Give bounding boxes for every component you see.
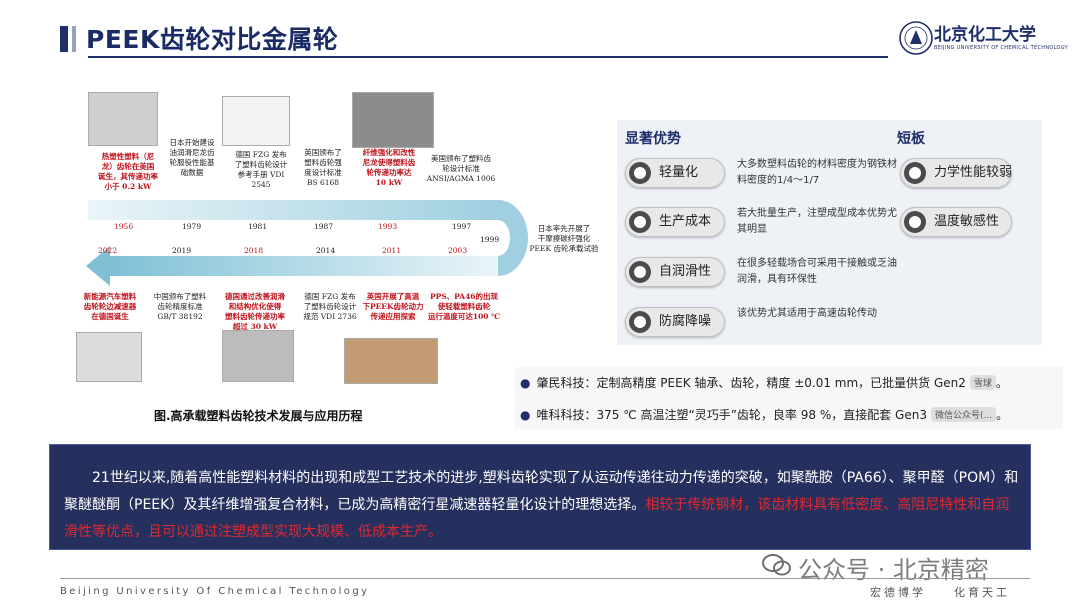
advantage-self-lubrication: 自润滑性 bbox=[625, 257, 725, 287]
university-logo-text: 北京化工大学 bbox=[934, 25, 1036, 45]
timeline-figure: 热塑性塑料（尼 龙）齿轮在美国 诞生，其传递功率 小于 0.2 kW 1956 … bbox=[76, 86, 616, 386]
footer-motto: 宏德博学 化育天工 bbox=[870, 586, 1010, 599]
timeline-event-1997: 美国颁布了塑料齿 轮设计标准 ANSI/AGMA 1006 bbox=[426, 154, 496, 183]
timeline-event-1999: 日本率先开展了 干摩擦碳纤强化 PEEK 齿轮承载试验 bbox=[529, 224, 599, 253]
timeline-year-1979: 1979 bbox=[182, 222, 202, 231]
toggle-knob-icon bbox=[629, 211, 651, 233]
figure-caption: 图.高承载塑料齿轮技术发展与应用历程 bbox=[154, 409, 363, 423]
gear-pair-photo bbox=[352, 92, 434, 148]
advantage-lightweight: 轻量化 bbox=[625, 158, 725, 188]
advantage-anticorrosion-desc: 该优势尤其适用于高速齿轮传动 bbox=[737, 308, 877, 319]
timeline-event-2003: PPS、PA46的出现 使轻载塑料齿轮 运行温度可达100 ℃ bbox=[427, 292, 501, 321]
timeline-year-1997: 1997 bbox=[452, 222, 472, 231]
advantage-cost: 生产成本 bbox=[625, 207, 725, 237]
page-title: PEEK齿轮对比金属轮 bbox=[86, 25, 339, 54]
company-item-weike: ●唯科科技：375 ℃ 高温注塑“灵巧手”齿轮，良率 98 %，直接配套 Gen… bbox=[520, 407, 1009, 422]
wechat-icon bbox=[762, 554, 791, 576]
source-tag[interactable]: 微信公众号(... bbox=[930, 407, 997, 422]
timeline-year-1999: 1999 bbox=[480, 235, 500, 244]
timeline-year-2014: 2014 bbox=[316, 246, 336, 255]
timeline-event-1956: 热塑性塑料（尼 龙）齿轮在美国 诞生，其传递功率 小于 0.2 kW bbox=[98, 152, 158, 191]
title-underline bbox=[88, 56, 888, 58]
timeline-event-2011: 英国开展了高温 下PEEK齿轮动力 传递应用探索 bbox=[362, 292, 424, 321]
advantages-heading: 显著优势 bbox=[625, 131, 681, 147]
timeline-arrow bbox=[86, 200, 528, 286]
peek-gears-photo bbox=[344, 338, 438, 384]
timeline-event-1993: 纤维强化和改性 尼龙使得塑料齿 轮传递功率达 10 kW bbox=[362, 148, 416, 187]
summary-highlight: 相较于传统钢材，该齿材料具有低密度、高阻尼特性和自润滑性等优点，且可以通过注塑成… bbox=[64, 497, 1010, 540]
bullet-icon: ● bbox=[520, 376, 531, 390]
disadvantage-mechanical: 力学性能较弱 bbox=[900, 158, 1012, 188]
timeline-year-1993: 1993 bbox=[378, 222, 398, 231]
bullet-icon: ● bbox=[520, 408, 531, 422]
toggle-knob-icon bbox=[904, 162, 926, 184]
timeline-year-2003: 2003 bbox=[448, 246, 468, 255]
university-logo-subtitle: BEIJING UNIVERSITY OF CHEMICAL TECHNOLOG… bbox=[934, 45, 1069, 51]
title-accent-bar bbox=[60, 26, 68, 52]
university-seal-icon bbox=[899, 21, 933, 55]
disadvantage-temperature: 温度敏感性 bbox=[900, 207, 1012, 237]
standard-document-photo bbox=[222, 96, 290, 146]
footer-university-name: Beijing University Of Chemical Technolog… bbox=[60, 586, 370, 597]
timeline-event-1987: 英国颁布了 塑料齿轮强 度设计标准 BS 6168 bbox=[304, 148, 342, 187]
timeline-year-2022: 2022 bbox=[98, 246, 118, 255]
disadvantages-heading: 短板 bbox=[897, 131, 925, 147]
timeline-year-1956: 1956 bbox=[114, 222, 134, 231]
timeline-event-2014: 德国 FZG 发布 了塑料齿轮设计 规范 VDI 2736 bbox=[303, 292, 357, 321]
advantage-lightweight-desc: 大多数塑料齿轮的材料密度为钢铁材料密度的1/4～1/7 bbox=[737, 159, 897, 186]
company-item-zhaomin: ●肇民科技：定制高精度 PEEK 轴承、齿轮，精度 ±0.01 mm，已批量供货… bbox=[520, 375, 1008, 390]
timeline-year-2019: 2019 bbox=[172, 246, 192, 255]
timeline-event-2019: 中国颁布了塑料 齿轮精度标准 GB/T 38192 bbox=[153, 292, 207, 321]
toggle-knob-icon bbox=[629, 162, 651, 184]
timeline-event-2022: 新能源汽车塑料 齿轮轮边减速器 在德国诞生 bbox=[83, 292, 137, 321]
advantage-self-lubrication-desc: 在很多轻载场合可采用干接触或乏油润滑，具有环保性 bbox=[737, 258, 897, 285]
watermark-text: 公众号 · 北京精密 bbox=[798, 556, 989, 584]
advantage-cost-desc: 若大批量生产，注塑成型成本优势尤其明显 bbox=[737, 208, 897, 235]
timeline-year-2018: 2018 bbox=[244, 246, 264, 255]
toggle-knob-icon bbox=[629, 311, 651, 333]
summary-box: 21世纪以来,随着高性能塑料材料的出现和成型工艺技术的进步,塑料齿轮实现了从运动… bbox=[49, 444, 1031, 550]
test-rig-photo bbox=[222, 330, 294, 382]
timeline-event-2018: 德国通过改善润滑 和结构优化使得 塑料齿轮传递功率 超过 30 kW bbox=[225, 292, 285, 331]
timeline-event-1981: 德国 FZG 发布 了塑料齿轮设计 参考手册 VDI 2545 bbox=[234, 150, 288, 189]
summary-paragraph: 21世纪以来,随着高性能塑料材料的出现和成型工艺技术的进步,塑料齿轮实现了从运动… bbox=[64, 470, 1019, 540]
timeline-year-1987: 1987 bbox=[314, 222, 334, 231]
ev-car-photo bbox=[76, 332, 142, 382]
title-accent-bar-light bbox=[72, 26, 76, 52]
toggle-knob-icon bbox=[629, 261, 651, 283]
toggle-knob-icon bbox=[904, 211, 926, 233]
timeline-year-1981: 1981 bbox=[248, 222, 268, 231]
nylon-gear-photo bbox=[88, 92, 158, 146]
timeline-event-1979: 日本开始建设 油润滑尼龙齿 轮服役性能基 础数据 bbox=[169, 138, 215, 177]
advantage-anticorrosion: 防腐降噪 bbox=[625, 307, 725, 337]
timeline-year-2011: 2011 bbox=[382, 246, 402, 255]
footer-divider bbox=[60, 578, 1030, 579]
source-tag[interactable]: 雪球 bbox=[969, 375, 996, 390]
advantages-panel: 显著优势 短板 轻量化 大多数塑料齿轮的材料密度为钢铁材料密度的1/4～1/7 … bbox=[617, 120, 1042, 345]
